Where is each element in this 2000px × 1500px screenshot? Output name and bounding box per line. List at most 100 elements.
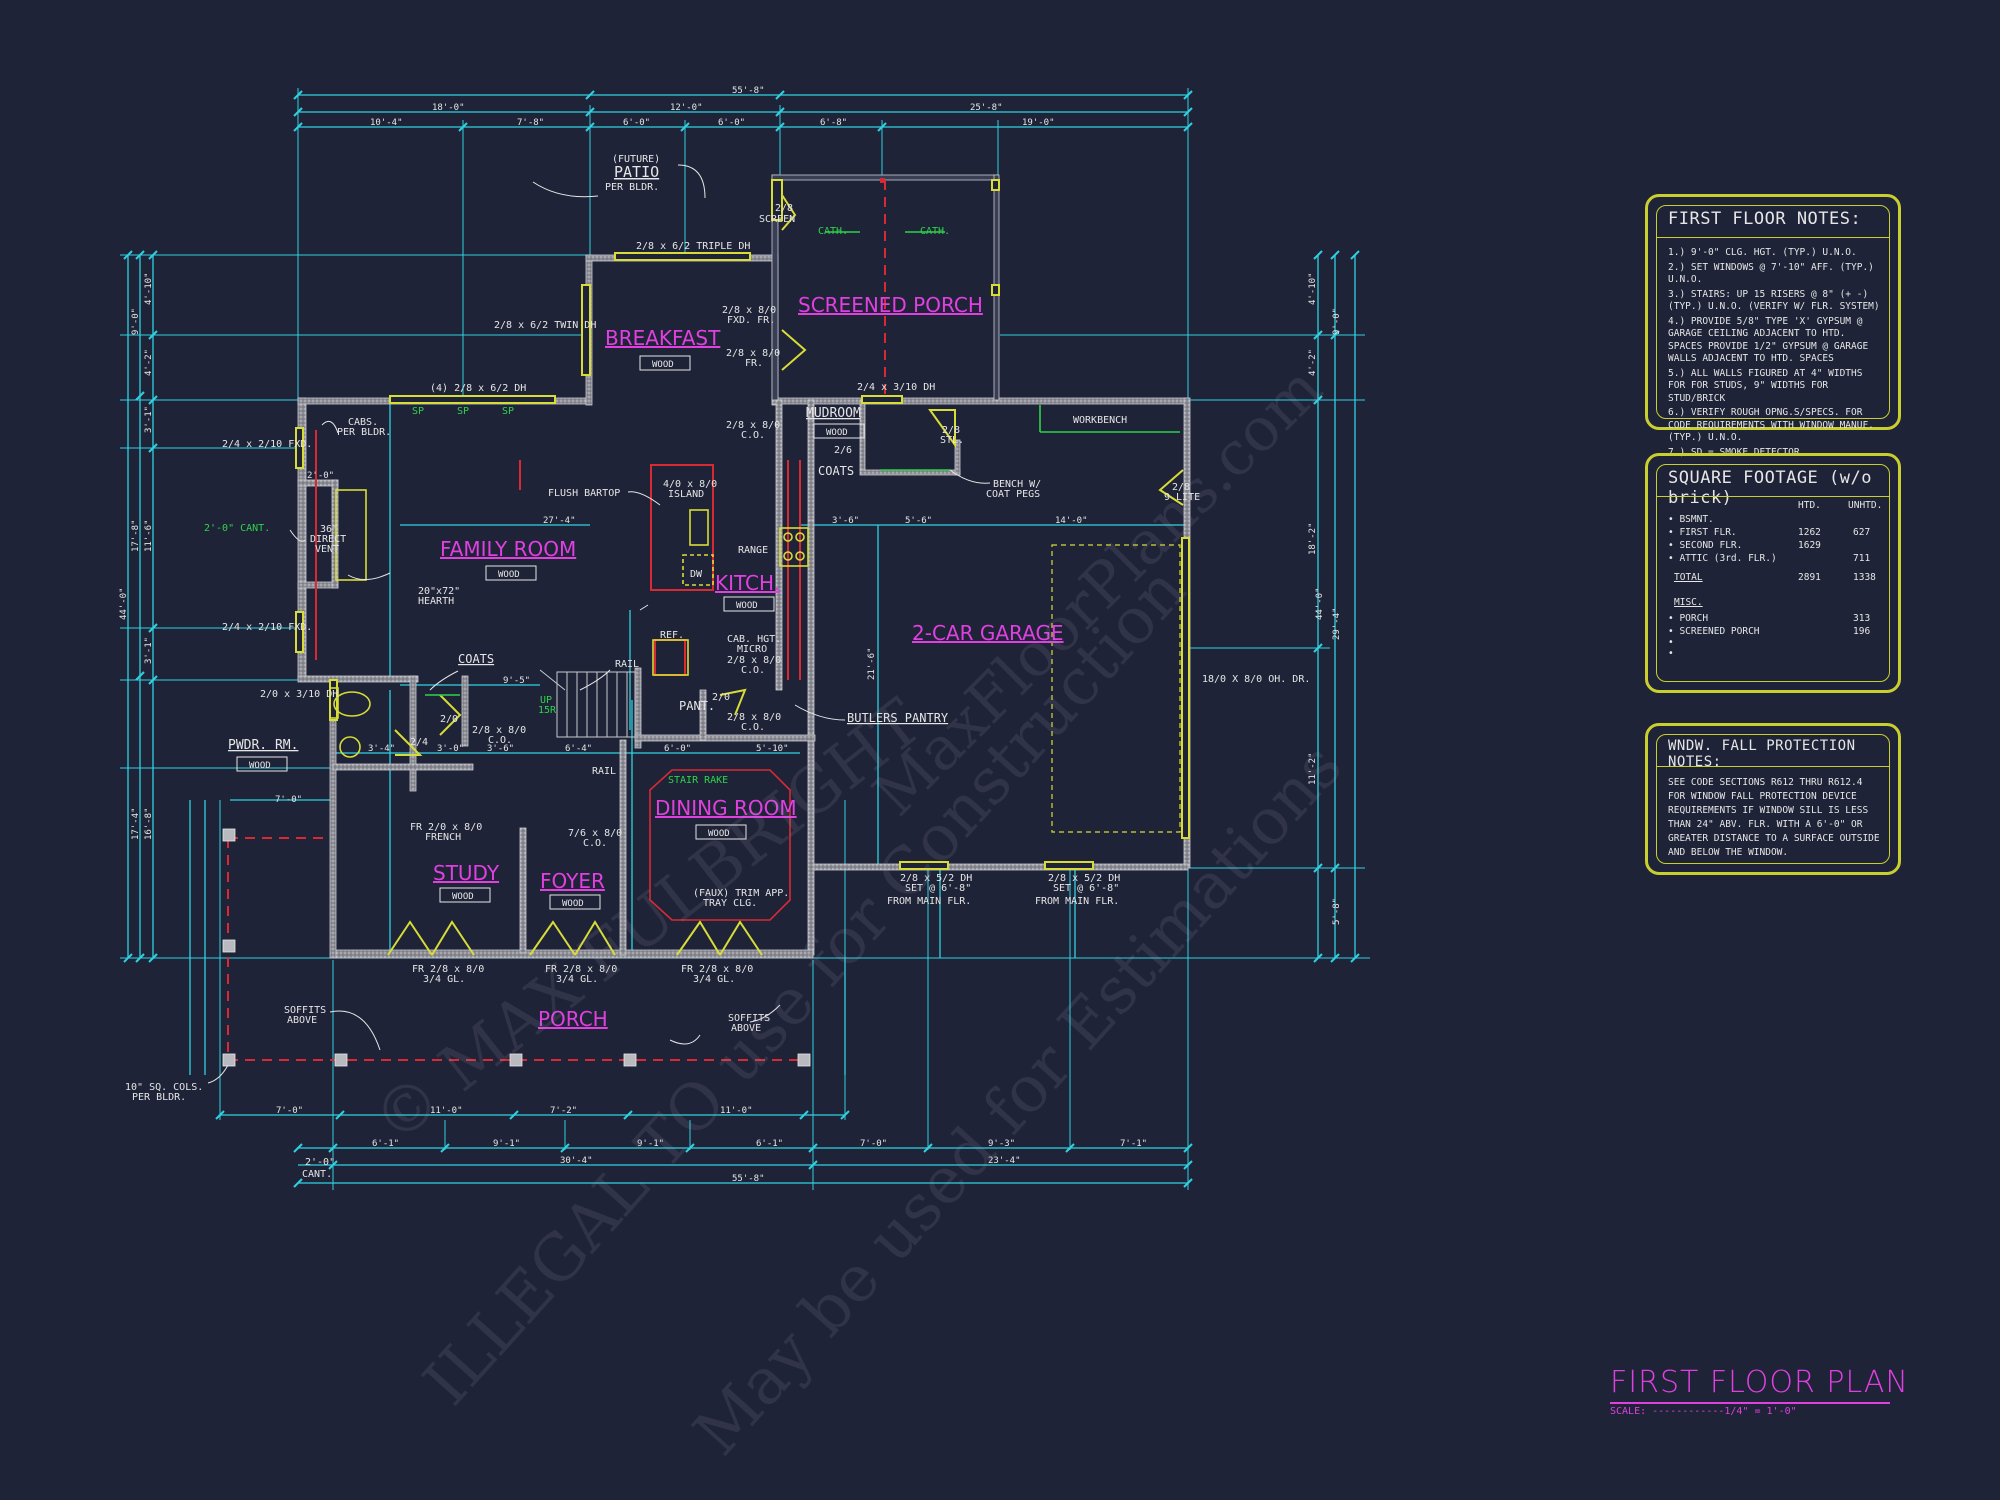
- lbl-mud26: 2/6: [834, 445, 852, 456]
- lbl-bench1: BENCH W/: [993, 479, 1041, 490]
- lbl-lite2: 9 LITE: [1164, 492, 1200, 503]
- lbl-cab4: C.O.: [741, 665, 765, 676]
- sqft-row: • SECOND FLR.1629: [1668, 540, 1882, 553]
- dim-porch-2: 11'-0": [430, 1106, 463, 1116]
- lbl-faux1: (FAUX) TRIM APP.: [693, 888, 789, 899]
- dim-in56: 5'-6": [905, 516, 932, 526]
- tag-breakfast: WOOD: [652, 360, 674, 370]
- dim-top-2: 7'-8": [517, 118, 544, 128]
- sqft-htd: 1629: [1798, 540, 1821, 551]
- plumbing: [329, 687, 371, 758]
- lbl-range: RANGE: [738, 545, 768, 556]
- room-breakfast: BREAKFAST: [605, 326, 721, 350]
- lbl-island1: 4/0 x 8/0: [663, 479, 717, 490]
- sqft-htd: 2891: [1798, 572, 1821, 583]
- dim-in36b: 3'-6": [487, 744, 514, 754]
- tag-foyer: WOOD: [562, 899, 584, 909]
- sqft-row: MISC.: [1668, 597, 1882, 610]
- lbl-soffit-a2: ABOVE: [287, 1015, 317, 1026]
- lbl-up: UP: [540, 695, 552, 706]
- lbl-cant-b1: 2'-0": [305, 1157, 335, 1168]
- sqft-row: • ATTIC (3rd. FLR.)711: [1668, 553, 1882, 566]
- lbl-fr-b2: 3/4 GL.: [556, 974, 598, 985]
- sqft-label: • ATTIC (3rd. FLR.): [1668, 553, 1777, 564]
- lbl-twin-dh: 2/8 x 6/2 TWIN DH: [494, 320, 596, 331]
- first-floor-notes-frame: [1656, 205, 1890, 419]
- square-footage-frame: [1656, 464, 1890, 682]
- first-floor-notes-title: FIRST FLOOR NOTES:: [1668, 209, 1862, 229]
- lbl-d20: 2/0: [440, 714, 458, 725]
- stairs: [539, 669, 636, 738]
- lbl-set-a3: FROM MAIN FLR.: [887, 896, 971, 907]
- dim-in34: 3'-4": [368, 744, 395, 754]
- dining-tray-outline: [649, 769, 791, 921]
- lbl-cant: 2'-0" CANT.: [204, 523, 270, 534]
- dim-left-1: 4'-10": [144, 272, 154, 305]
- lbl-dv2: DIRECT: [310, 534, 346, 545]
- note-item: 4.) PROVIDE 5/8" TYPE 'X' GYPSUM @ GARAG…: [1668, 315, 1869, 365]
- dim-in216: 21'-6": [867, 647, 877, 680]
- lbl-bartop: FLUSH BARTOP: [548, 488, 620, 499]
- note-item: 2.) SET WINDOWS @ 7'-10" AFF. (TYP.) U.N…: [1668, 261, 1874, 286]
- dim-in14: 14'-0": [1055, 516, 1088, 526]
- dim-left-6: 16'-8": [144, 807, 154, 840]
- dim-porch-3: 7'-2": [550, 1106, 577, 1116]
- dim-bot-total: 55'-8": [732, 1174, 765, 1184]
- lbl-triple-dh: 2/8 x 6/2 TRIPLE DH: [636, 241, 750, 252]
- sqft-label: •: [1668, 637, 1674, 648]
- lbl-ref: REF.: [660, 630, 684, 641]
- room-patio-future: (FUTURE): [612, 154, 660, 165]
- dim-bot-6: 9'-3": [988, 1139, 1015, 1149]
- lbl-cob2: C.O.: [488, 735, 512, 746]
- lbl-stl2: STL.: [940, 435, 964, 446]
- room-screened-porch: SCREENED PORCH: [798, 293, 983, 317]
- lbl-soffit-b1: SOFFITS: [728, 1013, 770, 1024]
- dim-left-a: 9'-0": [131, 308, 141, 335]
- dim-right-total: 44'-0": [1315, 587, 1325, 620]
- dim-in95: 9'-5": [503, 676, 530, 686]
- lbl-co716a: 7/6 x 8/0: [568, 828, 622, 839]
- lbl-sp1: SP: [412, 406, 424, 417]
- lbl-fr-c2: 3/4 GL.: [693, 974, 735, 985]
- lbl-cant-b2: CANT.: [302, 1169, 332, 1180]
- lbl-french2: FRENCH: [425, 832, 461, 843]
- dim-left-b: 17'-8": [131, 519, 141, 552]
- lbl-dv1: 36": [320, 524, 338, 535]
- lbl-co2: C.O.: [741, 430, 765, 441]
- lbl-fr-a1: FR 2/8 x 8/0: [412, 964, 484, 975]
- notes-divider: [1656, 237, 1890, 238]
- lbl-rail2: RAIL: [592, 766, 616, 777]
- drawing-title: FIRST FLOOR PLAN: [1610, 1365, 1909, 1400]
- lbl-fxd-fr1: 2/8 x 8/0: [722, 305, 776, 316]
- note-item: 6.) VERIFY ROUGH OPNG.S/SPECS. FOR CODE …: [1668, 407, 1874, 443]
- lbl-dh2310: 2/0 x 3/10 DH: [260, 689, 338, 700]
- room-family-room: FAMILY ROOM: [440, 537, 576, 561]
- sqft-row: •: [1668, 648, 1882, 661]
- dim-left-4: 11'-6": [144, 519, 154, 552]
- sqft-unhtd: 196: [1853, 626, 1871, 637]
- room-foyer: FOYER: [540, 869, 605, 893]
- square-footage-title: SQUARE FOOTAGE (w/o brick): [1668, 468, 1872, 508]
- lbl-hearth2: HEARTH: [418, 596, 454, 607]
- lbl-set-b2: SET @ 6'-8": [1053, 883, 1119, 894]
- room-patio-note: PER BLDR.: [605, 182, 659, 193]
- appliances: [335, 489, 809, 676]
- lbl-fr-b1: FR 2/8 x 8/0: [545, 964, 617, 975]
- lbl-pant-co1: 2/8 x 8/0: [727, 712, 781, 723]
- tag-kitchen: WOOD: [736, 601, 758, 611]
- dim-left-2: 4'-2": [144, 349, 154, 376]
- lbl-fxd-fr2: FXD. FR.: [727, 315, 775, 326]
- tag-study: WOOD: [452, 892, 474, 902]
- doors: [387, 194, 1184, 956]
- room-garage: 2-CAR GARAGE: [912, 621, 1064, 645]
- dim-left-c: 17'-4": [131, 807, 141, 840]
- lbl-set-b3: FROM MAIN FLR.: [1035, 896, 1119, 907]
- lbl-screen-a: 2/8: [775, 203, 793, 214]
- dim-right-c: 5'-8": [1332, 898, 1342, 925]
- lbl-fr-c1: FR 2/8 x 8/0: [681, 964, 753, 975]
- lbl-set-b1: 2/8 x 5/2 DH: [1048, 873, 1120, 884]
- dim-top-4: 6'-0": [718, 118, 745, 128]
- tag-pwdr: WOOD: [249, 761, 271, 771]
